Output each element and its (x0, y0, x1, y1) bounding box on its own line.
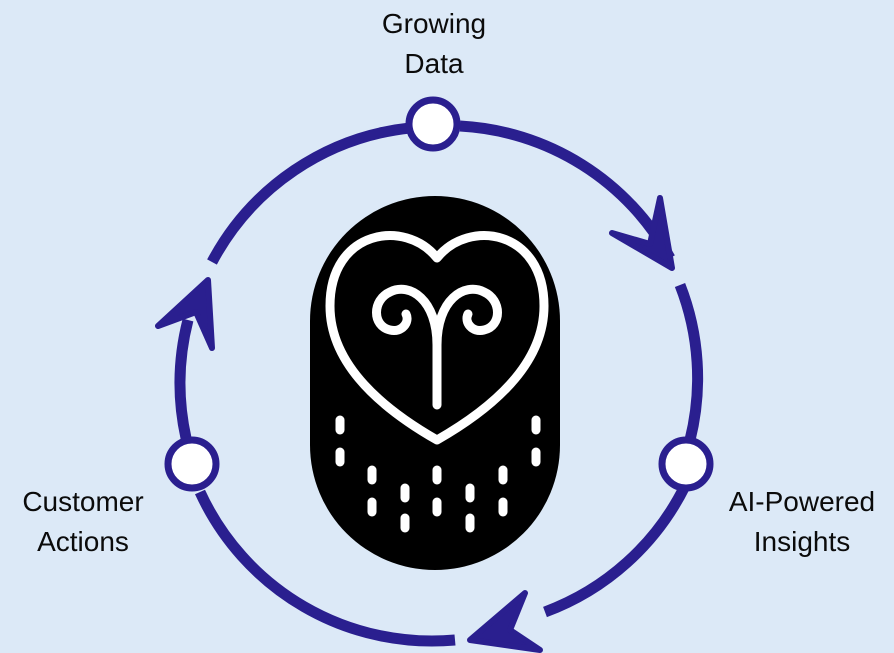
node-label-customer-actions: Customer Actions (0, 482, 166, 562)
node-ai-insights-circle (658, 436, 714, 492)
arrow-head-bottom (467, 590, 543, 653)
arrow-head-top-right (609, 195, 675, 271)
node-growing-data-circle (405, 96, 461, 152)
ring-segment-right (674, 282, 704, 442)
node-label-line: AI-Powered (728, 486, 876, 517)
owl-face-icon (310, 196, 560, 570)
arrow-head-left (155, 277, 215, 351)
ring-segment-left (174, 318, 194, 440)
node-label-ai-insights: AI-Powered Insights (710, 482, 894, 562)
ring-segment-bottom-right (543, 483, 690, 618)
node-label-line: Growing (381, 8, 487, 39)
node-customer-actions-circle (164, 436, 220, 492)
ring-segment-top-left (207, 122, 411, 265)
ring-segment-bottom-left (194, 489, 456, 647)
node-label-line: Customer (22, 486, 144, 517)
node-label-line: Data (404, 48, 464, 79)
node-label-line: Actions (37, 526, 129, 557)
node-label-line: Insights (753, 526, 851, 557)
node-label-growing-data: Growing Data (334, 4, 534, 84)
